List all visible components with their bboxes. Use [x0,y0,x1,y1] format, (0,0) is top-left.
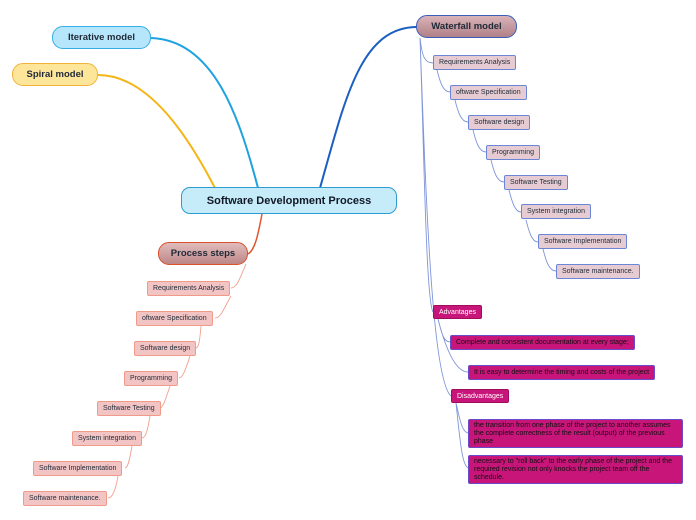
process-step-label: Software maintenance. [29,495,101,502]
link-waterfall [319,26,417,189]
waterfall-step-label: Software Testing [510,179,562,186]
process-step-label: oftware Specification [142,315,207,322]
waterfall-step-label: Software Implementation [544,238,622,245]
process-step-node[interactable]: Software maintenance. [23,491,107,506]
advantages-node[interactable]: Advantages [433,305,482,319]
process-steps-label: Process steps [170,248,236,259]
iterative-model-label: Iterative model [67,32,136,43]
waterfall-model-node[interactable]: Waterfall model [416,15,517,38]
link-waterfall-steps [419,37,557,272]
process-step-label: Software Implementation [39,465,117,472]
waterfall-step-label: Programming [492,149,535,156]
waterfall-step-node[interactable]: Software Testing [504,175,568,190]
waterfall-step-node[interactable]: System integration [521,204,591,219]
spiral-model-label: Spiral model [26,69,84,80]
disadvantages-node[interactable]: Disadvantages [451,389,510,403]
process-step-node[interactable]: oftware Specification [136,311,213,326]
waterfall-step-node[interactable]: Software design [468,115,531,130]
root-label: Software Development Process [206,194,372,207]
process-step-label: Software design [140,345,191,352]
process-step-label: Software Testing [103,405,155,412]
process-step-node[interactable]: System integration [72,431,142,446]
process-steps-node[interactable]: Process steps [158,242,248,265]
link-process-steps [107,263,247,499]
waterfall-step-node[interactable]: Programming [486,145,541,160]
waterfall-model-label: Waterfall model [431,21,502,32]
link-waterfall-adv [419,37,452,397]
advantage-item-node[interactable]: Complete and consistent documentation at… [450,335,635,350]
spiral-model-node[interactable]: Spiral model [12,63,98,86]
process-step-node[interactable]: Requirements Analysis [147,281,231,296]
process-step-label: System integration [78,435,136,442]
process-step-label: Requirements Analysis [153,285,225,292]
disadvantage-item-node[interactable]: the transition from one phase of the pro… [468,419,683,448]
disadvantage-item-label: necessary to "roll back" to the early ph… [474,457,672,481]
disadvantage-item-label: the transition from one phase of the pro… [474,421,671,445]
waterfall-step-label: Software maintenance. [562,268,634,275]
root-node[interactable]: Software Development Process [181,187,397,214]
advantage-item-label: Complete and consistent documentation at… [456,339,629,346]
advantages-label: Advantages [439,308,476,316]
process-step-node[interactable]: Software Implementation [33,461,123,476]
waterfall-step-node[interactable]: Software Implementation [538,234,628,249]
process-step-node[interactable]: Programming [124,371,179,386]
waterfall-step-node[interactable]: Requirements Analysis [433,55,517,70]
iterative-model-node[interactable]: Iterative model [52,26,151,49]
process-step-node[interactable]: Software design [134,341,197,356]
link-iterative [150,37,259,189]
waterfall-step-label: Software design [474,119,525,126]
process-step-node[interactable]: Software Testing [97,401,161,416]
process-step-label: Programming [130,375,173,382]
waterfall-step-label: oftware Specification [456,89,521,96]
waterfall-step-label: Requirements Analysis [439,59,511,66]
waterfall-step-node[interactable]: Software maintenance. [556,264,640,279]
link-spiral [97,74,216,189]
advantage-item-node[interactable]: It is easy to determine the timing and c… [468,365,656,380]
waterfall-step-node[interactable]: oftware Specification [450,85,527,100]
advantage-item-label: It is easy to determine the timing and c… [474,369,650,376]
link-adv-items [437,318,469,469]
link-process [247,213,263,255]
disadvantages-label: Disadvantages [457,392,504,400]
waterfall-step-label: System integration [527,208,585,215]
disadvantage-item-node[interactable]: necessary to "roll back" to the early ph… [468,455,683,484]
